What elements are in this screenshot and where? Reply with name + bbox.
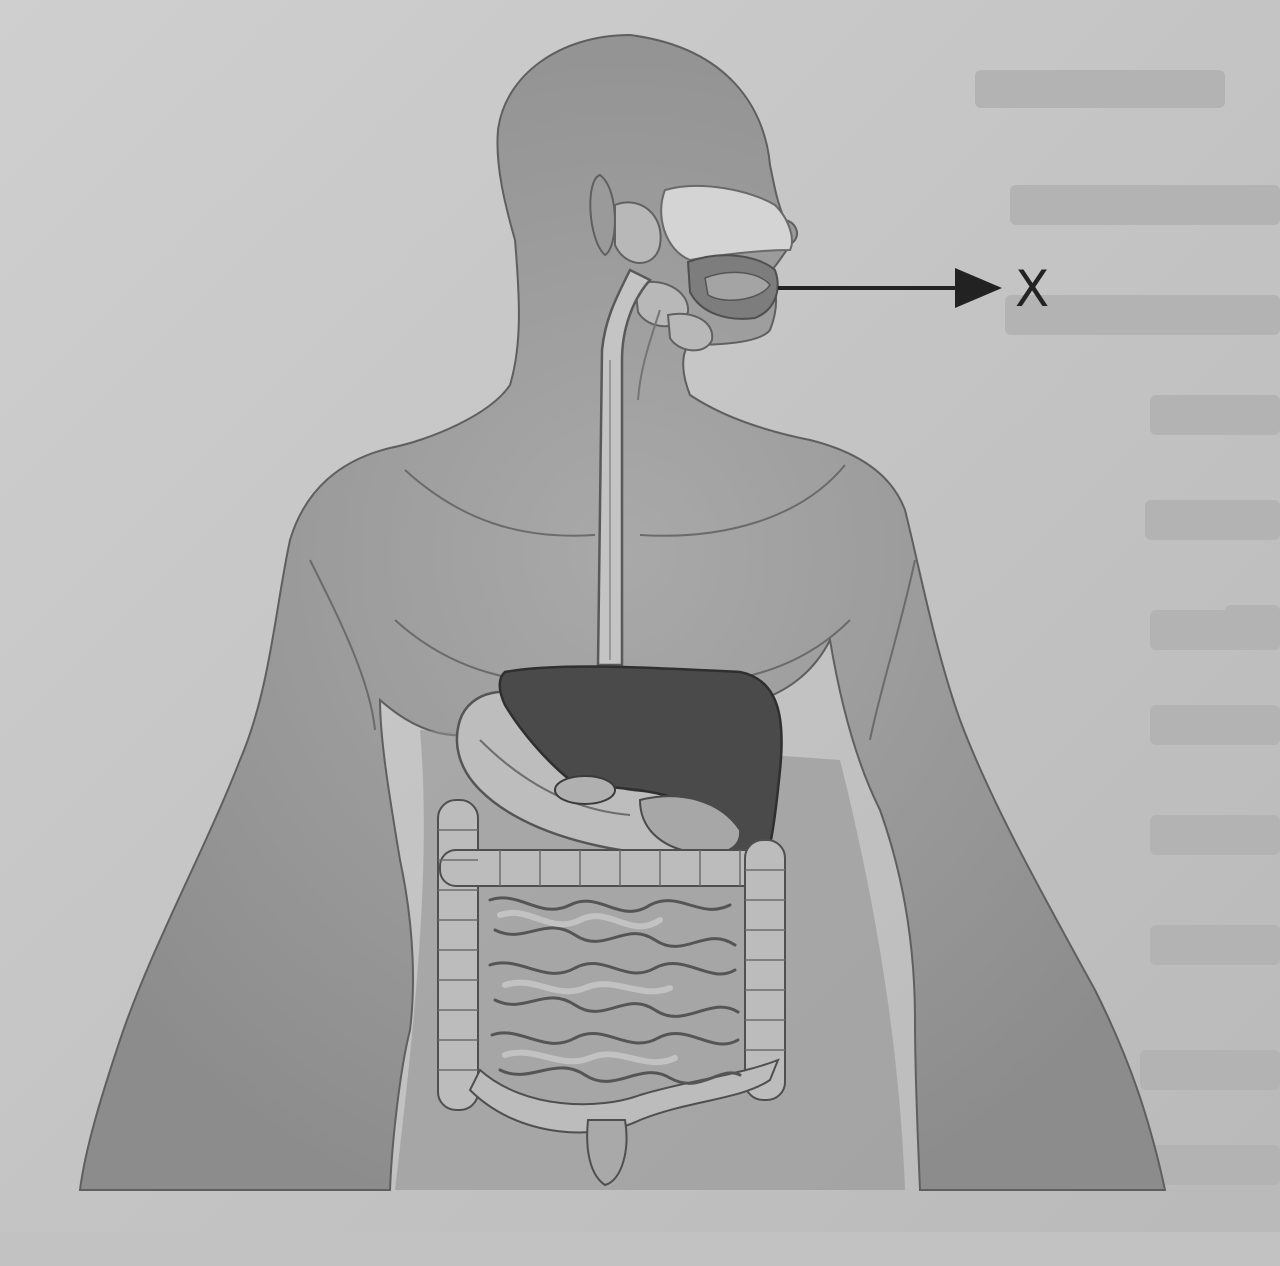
salivary-glands [614,201,714,352]
nasal-cavity [660,184,793,262]
esophagus [596,268,653,667]
label-x: X [1015,260,1049,318]
rectum [586,1119,628,1187]
label-arrow-x [778,268,1002,308]
gallbladder [554,775,616,805]
trachea [637,309,661,401]
faint-background-print [975,70,1280,1185]
small-intestine-highlights [497,910,678,1066]
bottom-margin [0,1232,1280,1266]
ear [589,173,616,257]
colon-haustra [438,829,785,1071]
stomach-fold [479,739,631,816]
small-intestine [488,896,742,1085]
tongue [704,271,771,301]
large-intestine [437,799,786,1134]
